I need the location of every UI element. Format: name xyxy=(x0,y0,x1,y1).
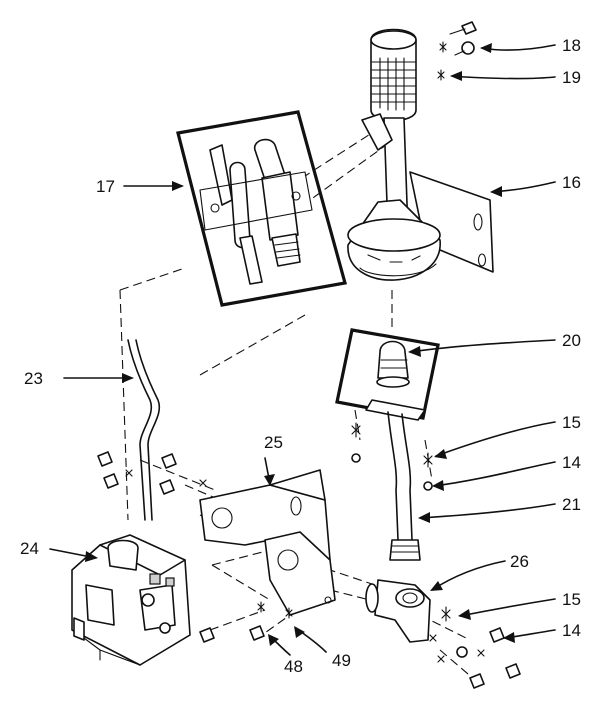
callout-20: 20 xyxy=(562,331,581,350)
callout-labels: 18 19 17 16 20 23 25 15 14 24 21 26 15 1… xyxy=(20,36,581,676)
screws-washers-18-19 xyxy=(437,21,477,81)
callout-19: 19 xyxy=(562,68,581,87)
burner-part-16 xyxy=(347,28,494,281)
mounting-bracket-part-25 xyxy=(199,469,336,616)
elbow-fitting-part-26 xyxy=(365,579,431,643)
callout-15-lower: 15 xyxy=(562,590,581,609)
callout-14-lower: 14 xyxy=(562,621,581,640)
thermocouple-part-23 xyxy=(127,339,161,521)
callout-21: 21 xyxy=(562,495,581,514)
washers-screw-14-15 xyxy=(351,422,433,491)
fitting-part-20 xyxy=(335,328,440,420)
callout-16: 16 xyxy=(562,173,581,192)
screws-bottom-cluster xyxy=(199,601,521,689)
callout-25: 25 xyxy=(264,433,283,452)
pilot-assembly-part-17 xyxy=(176,110,348,307)
callout-18: 18 xyxy=(562,36,581,55)
callout-24: 24 xyxy=(20,539,39,558)
callout-26: 26 xyxy=(510,552,529,571)
callout-17: 17 xyxy=(96,177,115,196)
gas-valve-part-24 xyxy=(71,534,191,666)
callout-48: 48 xyxy=(284,657,303,676)
screws-left-cluster xyxy=(97,451,209,507)
gas-tube-part-21 xyxy=(365,399,426,561)
callout-14-upper: 14 xyxy=(562,453,581,472)
leader-lines xyxy=(49,43,556,656)
callout-49: 49 xyxy=(332,651,351,670)
callout-23: 23 xyxy=(24,369,43,388)
callout-15-upper: 15 xyxy=(562,413,581,432)
